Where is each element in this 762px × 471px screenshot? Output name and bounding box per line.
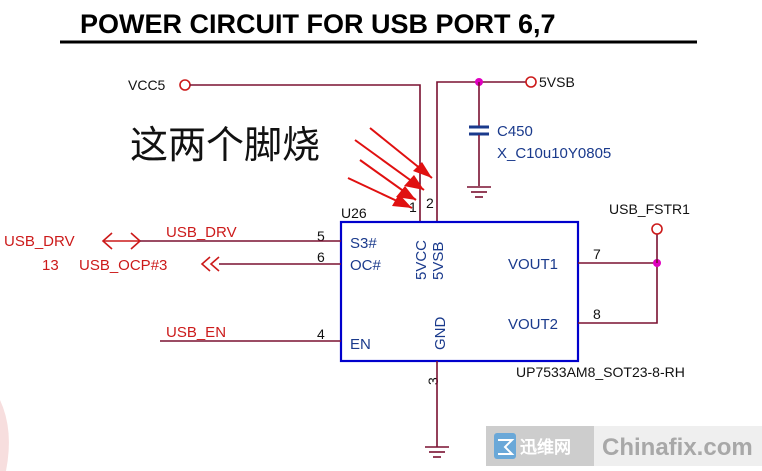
- net-label-usb-fstr: USB_FSTR1: [609, 201, 690, 217]
- vcc5-wire: [190, 84, 421, 222]
- pin-label-5vsb: 5VSB: [430, 242, 447, 280]
- pin-label-en: EN: [350, 336, 371, 353]
- pin-num-7: 7: [593, 246, 601, 262]
- net-label-usb-ocp: USB_OCP#3: [79, 257, 167, 274]
- offpage-ref-13: 13: [42, 257, 59, 274]
- pin-label-5vcc: 5VCC: [413, 240, 430, 280]
- annotation-text: 这两个脚烧: [130, 123, 320, 167]
- pin-num-6: 6: [317, 249, 325, 265]
- pin-num-5: 5: [317, 228, 325, 244]
- vsb-port-symbol: [525, 76, 537, 88]
- chip-ref: U26: [341, 205, 367, 221]
- red-arrows: [347, 127, 433, 209]
- cap-ref: C450: [497, 123, 533, 140]
- ground-symbol-chip: [425, 446, 449, 458]
- chip-body: [339, 220, 580, 363]
- net-label-usb-en: USB_EN: [166, 324, 226, 341]
- vout2-wire: [578, 263, 658, 324]
- pin-label-oc: OC#: [350, 257, 382, 274]
- pin-num-4: 4: [317, 326, 325, 342]
- watermark-brand: 迅维网: [520, 437, 571, 458]
- net-label-usb-drv: USB_DRV: [166, 224, 237, 241]
- vcc5-port-symbol: [179, 79, 191, 91]
- pin-label-vout1: VOUT1: [508, 256, 558, 273]
- pin-num-2: 2: [426, 195, 434, 211]
- bidirectional-port-symbol: [101, 232, 142, 250]
- diagram-title: POWER CIRCUIT FOR USB PORT 6,7: [80, 9, 556, 39]
- net-label-5vsb: 5VSB: [539, 74, 575, 90]
- vsb-wire: [436, 81, 526, 222]
- watermark-logo-icon: [494, 433, 516, 459]
- pin-num-1: 1: [409, 199, 417, 215]
- left-edge-shape: [0, 400, 9, 471]
- chip-part-number: UP7533AM8_SOT23-8-RH: [516, 364, 685, 380]
- cap-value: X_C10u10Y0805: [497, 145, 611, 162]
- fstr-port-symbol: [651, 223, 663, 235]
- net-label-vcc5: VCC5: [128, 77, 166, 93]
- watermark: 迅维网 Chinafix.com: [486, 426, 762, 466]
- pin-num-3: 3: [425, 377, 441, 385]
- watermark-site: Chinafix.com: [602, 434, 753, 461]
- input-port-symbol: [200, 256, 220, 272]
- pin-label-vout2: VOUT2: [508, 316, 558, 333]
- net-label-usb-drv-ext: USB_DRV: [4, 233, 75, 250]
- pin-label-gnd: GND: [432, 317, 449, 351]
- pin-num-8: 8: [593, 306, 601, 322]
- ground-symbol-cap: [467, 186, 491, 198]
- pin-label-s3: S3#: [350, 235, 377, 252]
